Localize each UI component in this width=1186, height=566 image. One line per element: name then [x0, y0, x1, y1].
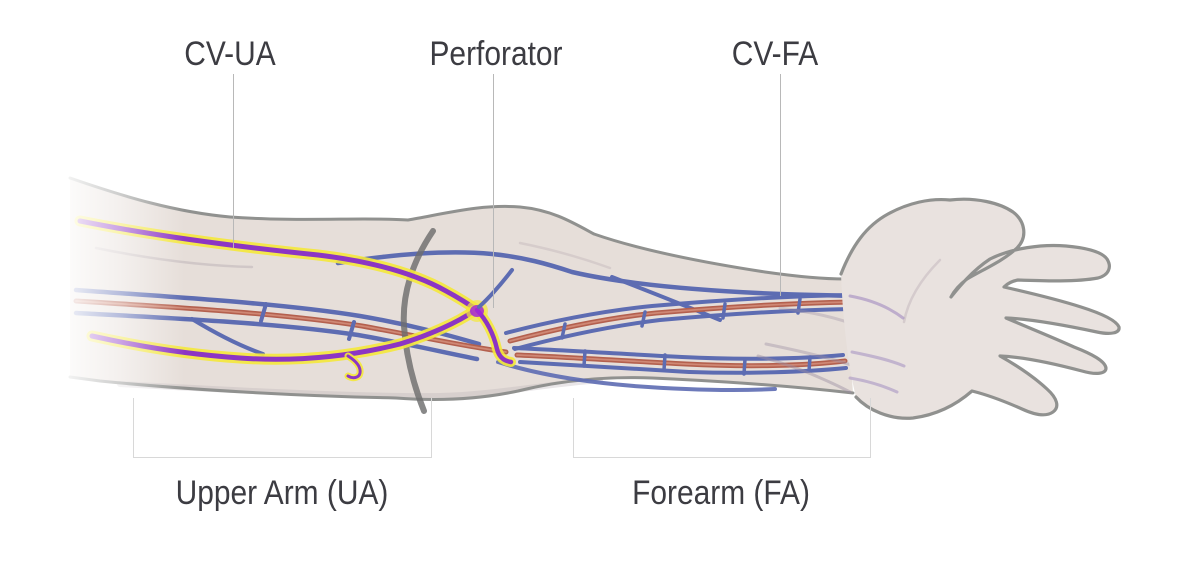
arm-bottom-outline	[68, 375, 855, 402]
perforator-branch	[474, 307, 514, 365]
vein-bridge-2	[347, 320, 356, 341]
callout-label-perforator: Perforator	[429, 35, 563, 73]
ulnar-bridge-2	[662, 353, 667, 372]
brachial-basilic-branch	[190, 317, 265, 356]
arm-silhouette	[68, 176, 855, 402]
hand-vein-streak-1	[848, 294, 905, 320]
radial-vein-upper	[504, 293, 852, 335]
perforator-cephalic-link	[477, 268, 514, 309]
ulnar-bridge-1	[582, 349, 587, 368]
basilic-stub-branch	[346, 354, 362, 380]
bracket-forearm	[573, 398, 871, 458]
hand-vein-streak-3	[848, 376, 899, 394]
cephalic-vein-forearm-path	[335, 250, 854, 299]
thenar-crease	[902, 258, 942, 324]
hand-vein-streak-2	[850, 350, 906, 368]
region-label-upper-arm: Upper Arm (UA)	[175, 474, 389, 512]
elbow-crease-marker-arc	[400, 228, 436, 414]
leader-line-cv-ua	[233, 74, 234, 248]
radial-bridge-4	[796, 297, 802, 315]
perforator-vein	[466, 268, 516, 367]
vein-bridge-1	[259, 302, 268, 323]
arm-skin	[70, 178, 853, 400]
callout-label-cv-ua: CV-UA	[184, 35, 276, 73]
arm-top-outline	[68, 176, 847, 281]
leader-line-perforator	[493, 74, 494, 308]
bracket-upper-arm	[133, 398, 432, 458]
basilic-vein-forearm	[496, 360, 777, 392]
region-label-forearm: Forearm (FA)	[632, 474, 810, 512]
callout-label-cv-fa: CV-FA	[731, 35, 819, 73]
radial-vessel-bundle	[504, 293, 854, 351]
radial-bridge-3	[721, 302, 727, 320]
ulnar-vein-upper	[512, 346, 845, 361]
ulnar-bridge-3	[742, 357, 747, 376]
left-fade-overlay	[0, 0, 185, 566]
hand-skin	[841, 199, 1120, 419]
radial-bridge-1	[560, 322, 567, 340]
hand-outline	[839, 197, 1121, 420]
radial-bridge-2	[640, 310, 647, 328]
ulnar-bridge-4	[807, 355, 812, 373]
leader-line-cv-fa	[780, 74, 781, 296]
hand	[839, 197, 1121, 420]
ulnar-vessel-bundle	[512, 346, 848, 376]
ulnar-artery-core	[516, 354, 846, 367]
ulnar-vein-lower	[518, 360, 848, 375]
elbow-contour-line	[518, 241, 612, 270]
tendon-streak-1	[756, 354, 852, 394]
